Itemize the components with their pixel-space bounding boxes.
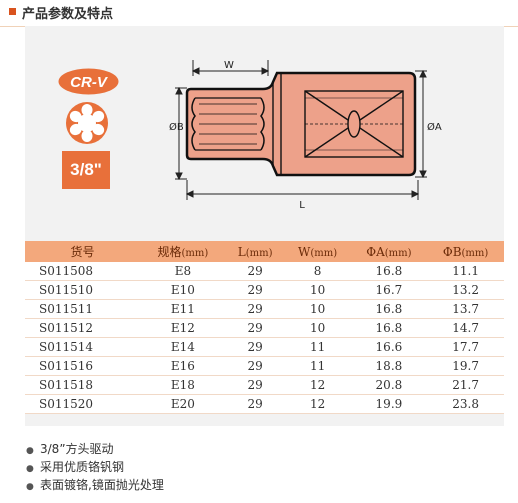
- table-cell: 16.7: [350, 280, 428, 300]
- dimension-w-label: W: [224, 60, 234, 71]
- feature-text: 表面镀铬,镜面抛光处理: [40, 478, 164, 492]
- table-cell: 21.7: [427, 375, 504, 395]
- column-header: 货号: [25, 241, 140, 262]
- table-cell: 12: [284, 375, 351, 395]
- table-cell: 10: [284, 318, 351, 338]
- section-header: 产品参数及特点: [0, 0, 518, 27]
- socket-drawing: W L ØB ØA: [169, 60, 442, 211]
- table-cell: 29: [225, 394, 285, 414]
- table-cell: 20.8: [350, 375, 428, 395]
- table-cell: 10: [284, 280, 351, 300]
- column-header: ΦB(mm): [427, 241, 504, 262]
- drive-size-badge: 3/8": [62, 151, 110, 189]
- feature-text: 采用优质铬钒钢: [40, 460, 125, 474]
- table-cell: S011514: [25, 337, 140, 357]
- table-cell: E12: [139, 318, 226, 338]
- table-cell: E10: [139, 280, 226, 300]
- crv-badge: CR-V: [58, 68, 119, 95]
- table-cell: 11: [284, 356, 351, 376]
- table-cell: E11: [139, 299, 226, 319]
- table-cell: 29: [225, 318, 285, 338]
- feature-item: ● 采用优质铬钒钢: [26, 458, 164, 476]
- table-cell: 17.7: [427, 337, 504, 357]
- table-cell: 11: [284, 337, 351, 357]
- spec-table: 货号 规格(mm) L(mm) W(mm) ΦA(mm) ΦB(mm) S011…: [25, 241, 504, 414]
- table-cell: E8: [139, 262, 226, 281]
- dimension-l-label: L: [299, 200, 305, 211]
- section-title: 产品参数及特点: [22, 7, 114, 22]
- table-cell: S011520: [25, 394, 140, 414]
- table-cell: E18: [139, 375, 226, 395]
- table-cell: 13.2: [427, 280, 504, 300]
- table-cell: E20: [139, 394, 226, 414]
- feature-item: ● 3/8”方头驱动: [26, 440, 164, 458]
- column-header: L(mm): [225, 241, 285, 262]
- dimension-b-label: ØB: [169, 121, 184, 133]
- table-cell: 19.9: [350, 394, 428, 414]
- crv-badge-text: CR-V: [70, 74, 109, 91]
- table-cell: 16.8: [350, 318, 428, 338]
- table-cell: S011518: [25, 375, 140, 395]
- table-cell: 23.8: [427, 394, 504, 414]
- table-cell: 29: [225, 337, 285, 357]
- table-cell: 18.8: [350, 356, 428, 376]
- table-cell: 29: [225, 356, 285, 376]
- torx-icon: [66, 102, 108, 144]
- table-cell: E16: [139, 356, 226, 376]
- table-cell: 19.7: [427, 356, 504, 376]
- bullet-icon: ●: [26, 446, 34, 456]
- table-cell: 29: [225, 262, 285, 281]
- feature-item: ● 表面镀铬,镜面抛光处理: [26, 476, 164, 494]
- table-cell: 8: [284, 262, 351, 281]
- table-header-row: 货号 规格(mm) L(mm) W(mm) ΦA(mm) ΦB(mm): [25, 241, 504, 262]
- table-cell: 13.7: [427, 299, 504, 319]
- table-cell: S011511: [25, 299, 140, 319]
- feature-list: ● 3/8”方头驱动 ● 采用优质铬钒钢 ● 表面镀铬,镜面抛光处理: [26, 440, 164, 494]
- table-cell: S011508: [25, 262, 140, 281]
- dimension-a-label: ØA: [427, 121, 442, 133]
- table-cell: 16.8: [350, 299, 428, 319]
- column-header: W(mm): [284, 241, 351, 262]
- table-cell: 29: [225, 375, 285, 395]
- table-cell: E14: [139, 337, 226, 357]
- table-cell: 16.6: [350, 337, 428, 357]
- header-square-icon: [9, 8, 16, 15]
- table-cell: 29: [225, 280, 285, 300]
- crv-badge-shape: [58, 68, 119, 95]
- table-cell: 29: [225, 299, 285, 319]
- table-cell: 14.7: [427, 318, 504, 338]
- table-cell: 16.8: [350, 262, 428, 281]
- table-cell: S011510: [25, 280, 140, 300]
- table-cell: S011516: [25, 356, 140, 376]
- table-cell: 12: [284, 394, 351, 414]
- bullet-icon: ●: [26, 464, 34, 474]
- table-cell: 10: [284, 299, 351, 319]
- feature-text: 3/8”方头驱动: [40, 442, 114, 456]
- table-cell: S011512: [25, 318, 140, 338]
- table-cell: 11.1: [427, 262, 504, 281]
- column-header: ΦA(mm): [350, 241, 428, 262]
- column-header: 规格(mm): [139, 241, 226, 262]
- bullet-icon: ●: [26, 482, 34, 492]
